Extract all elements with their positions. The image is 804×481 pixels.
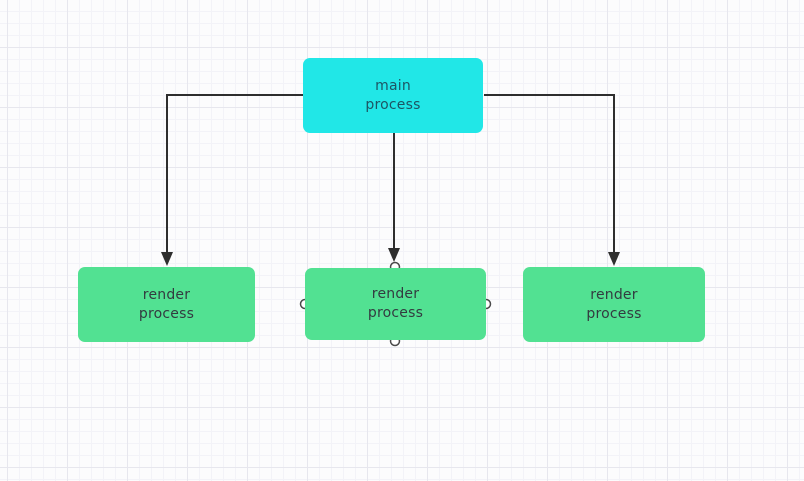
node-main-process[interactable]: main process bbox=[303, 58, 483, 133]
node-render-process-right[interactable]: render process bbox=[523, 267, 705, 342]
node-label: render process bbox=[138, 286, 195, 322]
node-label: main process bbox=[365, 77, 421, 113]
edge-main-to-render-middle[interactable] bbox=[388, 133, 400, 262]
arrowhead-right bbox=[608, 252, 620, 266]
arrowhead-left bbox=[161, 252, 173, 266]
node-label: render process bbox=[586, 286, 642, 322]
node-label: render process bbox=[367, 286, 424, 321]
edge-main-to-render-left[interactable] bbox=[161, 95, 303, 266]
node-render-process-left[interactable]: render process bbox=[78, 267, 255, 342]
edge-main-to-render-right[interactable] bbox=[484, 95, 620, 266]
arrowhead-middle bbox=[388, 248, 400, 262]
node-render-process-middle[interactable]: render process bbox=[305, 268, 486, 340]
